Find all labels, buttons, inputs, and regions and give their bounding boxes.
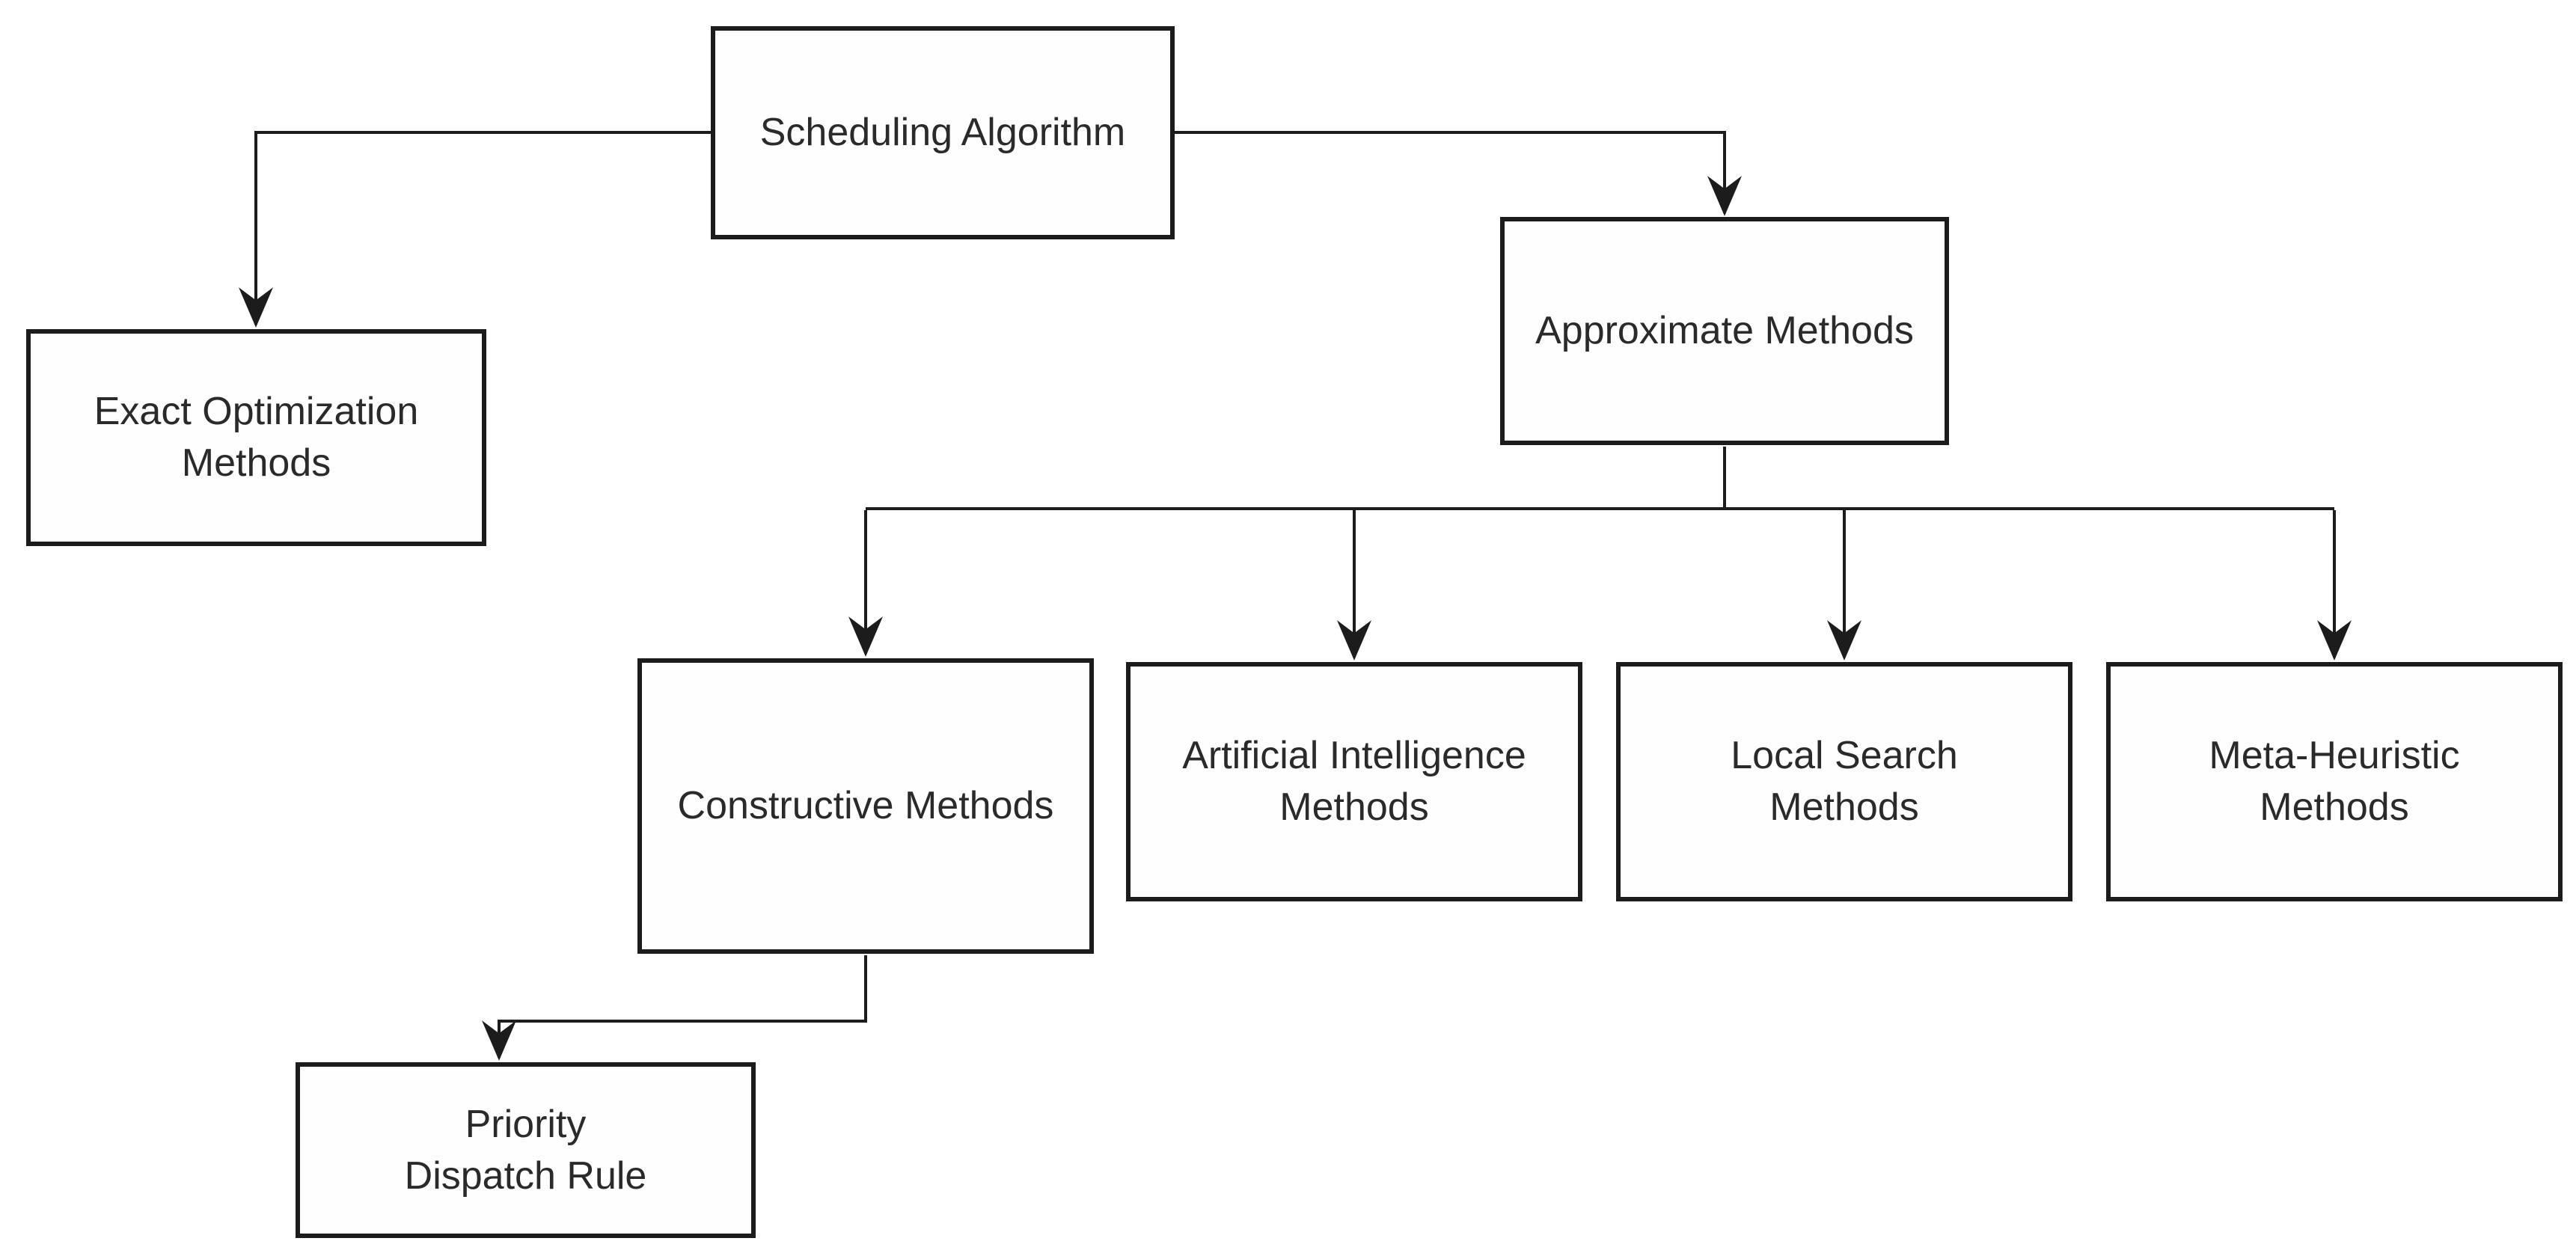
node-priority-dispatch-rule-label: Priority Dispatch Rule: [404, 1102, 647, 1198]
edge-scheduling-to-approximate: [1175, 131, 1742, 216]
node-meta-heuristic-methods: Meta-Heuristic Methods: [2106, 662, 2563, 901]
edge-scheduling-to-exact: [239, 131, 711, 328]
node-local-search-methods-label: Local Search Methods: [1731, 734, 1958, 829]
node-approximate-methods-label: Approximate Methods: [1535, 309, 1914, 353]
node-constructive-methods: Constructive Methods: [637, 658, 1094, 954]
node-constructive-methods-label: Constructive Methods: [677, 784, 1054, 828]
edge-constructive-to-priority: [482, 955, 867, 1061]
node-artificial-intelligence-methods-label: Artificial Intelligence Methods: [1182, 734, 1526, 829]
node-scheduling-algorithm: Scheduling Algorithm: [711, 26, 1175, 239]
node-exact-optimization-methods: Exact Optimization Methods: [26, 329, 486, 546]
node-scheduling-algorithm-label: Scheduling Algorithm: [759, 111, 1126, 155]
node-meta-heuristic-methods-label: Meta-Heuristic Methods: [2209, 734, 2460, 829]
node-approximate-methods: Approximate Methods: [1500, 217, 1949, 445]
node-local-search-methods: Local Search Methods: [1616, 662, 2072, 901]
node-exact-optimization-methods-label: Exact Optimization Methods: [94, 390, 419, 485]
node-priority-dispatch-rule: Priority Dispatch Rule: [296, 1062, 756, 1238]
node-artificial-intelligence-methods: Artificial Intelligence Methods: [1126, 662, 1582, 901]
